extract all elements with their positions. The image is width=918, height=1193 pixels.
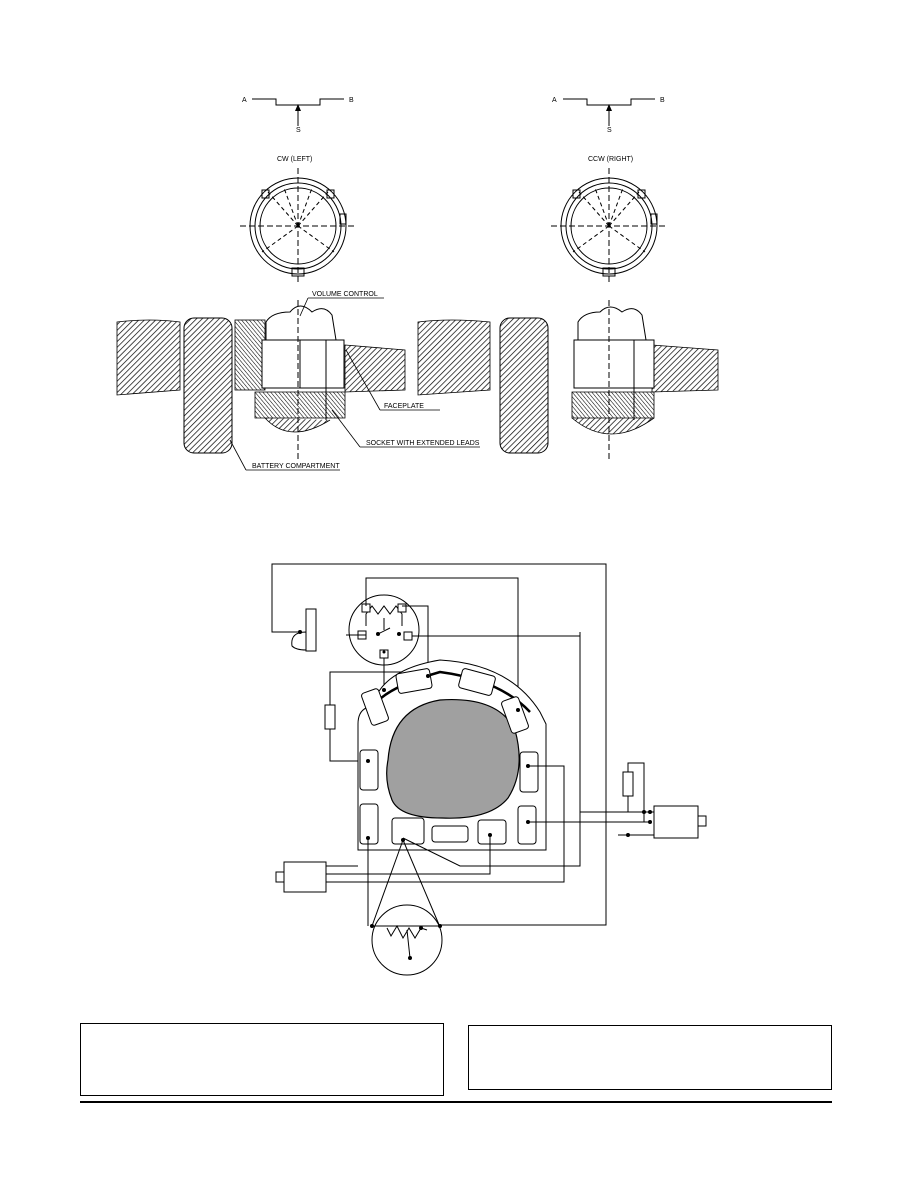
right-cross-section xyxy=(417,300,719,460)
footer-rule xyxy=(80,1101,832,1103)
socket-label: SOCKET WITH EXTENDED LEADS xyxy=(366,440,480,447)
left-view-label: CW (LEFT) xyxy=(277,156,312,163)
left-cross-section xyxy=(116,300,406,460)
left-control-face xyxy=(240,168,356,284)
right-terminal-s-label: S xyxy=(607,127,612,134)
left-terminal-s-label: S xyxy=(296,127,301,134)
note-box-right xyxy=(468,1025,832,1090)
right-control-face xyxy=(551,168,667,284)
note-box-left xyxy=(80,1023,444,1096)
callout-leaders xyxy=(229,297,480,471)
faceplate-label: FACEPLATE xyxy=(384,403,424,410)
right-view-label: CCW (RIGHT) xyxy=(588,156,633,163)
right-terminal-symbol xyxy=(563,98,655,126)
wiring-diagram xyxy=(271,563,707,976)
junction-dots xyxy=(298,630,652,960)
volume-control-label: VOLUME CONTROL xyxy=(312,291,378,298)
right-terminal-a-label: A xyxy=(552,97,557,104)
right-terminal-b-label: B xyxy=(660,97,665,104)
left-terminal-a-label: A xyxy=(242,97,247,104)
left-terminal-symbol xyxy=(252,98,344,126)
left-terminal-b-label: B xyxy=(349,97,354,104)
battery-compartment-label: BATTERY COMPARTMENT xyxy=(252,463,340,470)
